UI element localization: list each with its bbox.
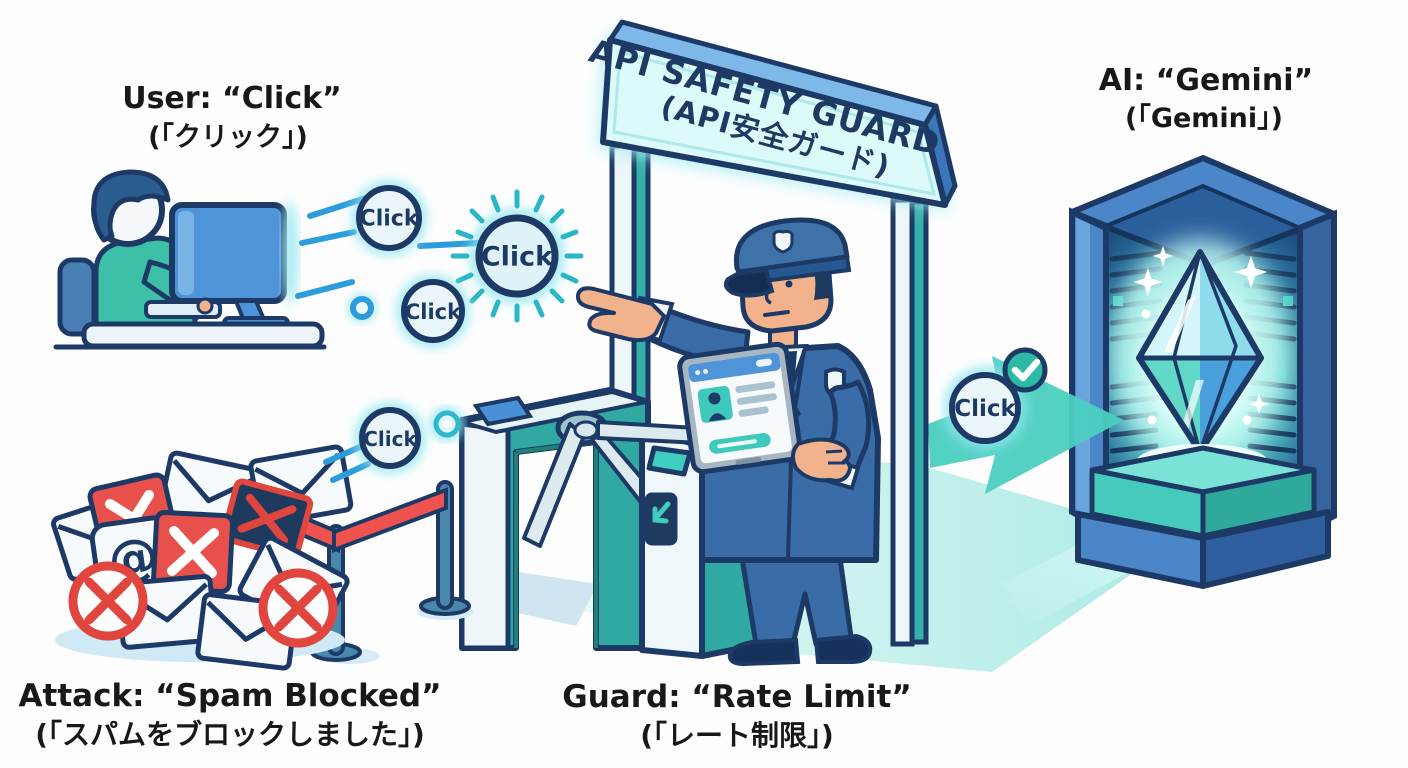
- indicator-panel: [472, 395, 534, 427]
- monitor-glow: [281, 201, 299, 305]
- tablet-header: [688, 352, 781, 383]
- burst-rays: [450, 189, 584, 323]
- label-user: User: “Click” (「クリック」): [122, 81, 342, 153]
- sparkle-icon: [1133, 245, 1270, 425]
- guard-trousers: [739, 555, 855, 647]
- bubble-label: Click: [954, 396, 1016, 422]
- sign-inner-line: [612, 50, 937, 196]
- approved-click-bubble: Click: [943, 347, 1048, 450]
- label-guard: Guard: “Rate Limit” (「レート制限」): [562, 679, 911, 752]
- gemini-crystal: [1136, 249, 1264, 455]
- click-bubble-4: Click: [354, 402, 426, 474]
- label-attack: Attack: “Spam Blocked” (「スパムをブロックしました」): [19, 678, 442, 751]
- approval-arrow: [928, 356, 1124, 494]
- label-attack-ja: (「スパムをブロックしました」): [35, 718, 425, 751]
- label-user-ja: (「クリック」): [148, 121, 308, 153]
- click-bubble-2: Click: [450, 189, 584, 323]
- label-guard-ja: (「レート制限」): [640, 719, 834, 752]
- barrier-belt: [332, 487, 448, 553]
- cap-brim: [723, 267, 775, 298]
- click-bubble-3: Click: [396, 274, 470, 348]
- sign-board: API SAFETY GUARD (API安全ガード): [585, 19, 958, 210]
- pillar-highlight: [1076, 218, 1090, 520]
- speed-lines: [295, 195, 481, 483]
- click-bubble-1: Click: [351, 180, 427, 256]
- stanchion-post: [436, 480, 454, 610]
- prohibition-icon: [258, 568, 338, 648]
- pointing-hand: [575, 286, 666, 343]
- label-ai-en: AI: “Gemini”: [1099, 63, 1313, 98]
- tablet-hand: [791, 437, 852, 483]
- user-hand: [196, 297, 214, 315]
- prohibition-icon: [68, 561, 148, 641]
- desk: [81, 321, 325, 349]
- monitor-highlight: [178, 211, 194, 295]
- cap-badge-icon: [772, 229, 794, 254]
- label-guard-en: Guard: “Rate Limit”: [562, 679, 911, 715]
- bubble-label: Click: [360, 207, 420, 232]
- spam-pile: @: [52, 446, 352, 669]
- sign-post-right: [890, 197, 929, 647]
- down-left-arrow-icon: [652, 501, 671, 524]
- user-hair: [91, 169, 171, 243]
- guard-shoes: [727, 637, 801, 667]
- check-icon: [1011, 358, 1041, 382]
- label-ai: AI: “Gemini” (「Gemini」): [1099, 63, 1313, 134]
- security-guard: [575, 217, 881, 667]
- case-base: [1075, 509, 1331, 589]
- guard-eye: [785, 280, 793, 288]
- tripod-hub-cap: [573, 420, 599, 440]
- bubble-label: Click: [481, 242, 554, 273]
- turnstile-shadow: [496, 572, 598, 626]
- bubble-label: Click: [363, 427, 417, 451]
- case-platform: [1089, 445, 1317, 539]
- console-reader-panel: [646, 445, 693, 477]
- sign-front-face: [600, 37, 948, 208]
- case-right-pillar: [1297, 209, 1337, 539]
- label-ai-ja: (「Gemini」): [1125, 102, 1283, 134]
- guard-mouth: [763, 310, 790, 317]
- user-figure: [53, 169, 327, 350]
- label-user-en: User: “Click”: [122, 81, 342, 116]
- glow-dot: [430, 407, 464, 441]
- glow-dot: [347, 293, 377, 323]
- guard-shoes: [813, 633, 873, 664]
- check-badge: [1002, 347, 1048, 393]
- bubble-label: Click: [405, 300, 462, 324]
- label-attack-en: Attack: “Spam Blocked”: [19, 678, 442, 714]
- tablet-hand-fingers: [825, 449, 845, 465]
- ai-display-case: [1069, 155, 1337, 589]
- tablet: [677, 341, 803, 475]
